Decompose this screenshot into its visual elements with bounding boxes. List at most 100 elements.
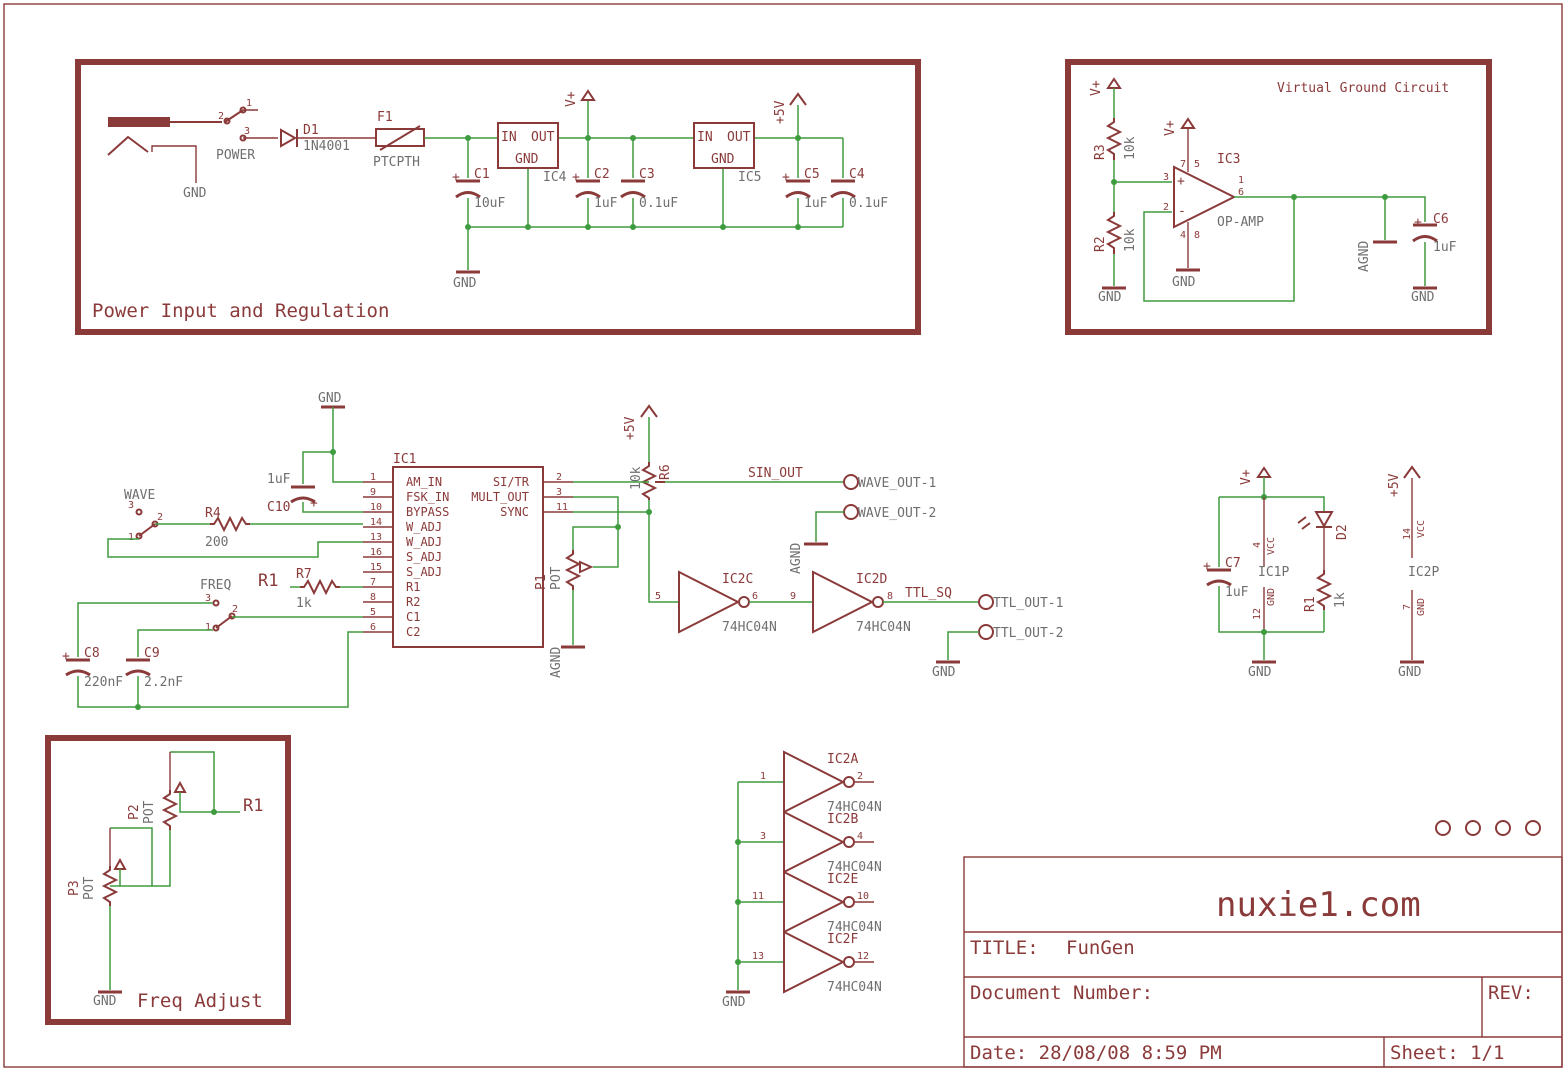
svg-text:8: 8 [1194,230,1200,241]
svg-text:V+: V+ [1089,80,1104,96]
ic1p-power: V+ 4 VCC IC1P GND 12 + C7 1uF GND D2 R1 … [1203,466,1350,680]
opamp-ic3 [1173,165,1237,229]
svg-text:P3: P3 [67,880,82,896]
ttl-out-1-terminal[interactable] [978,594,994,610]
svg-text:R1: R1 [258,571,278,591]
svg-text:OUT: OUT [727,130,751,145]
svg-text:2: 2 [157,512,163,523]
power-jack [108,117,170,127]
svg-text:TTL_SQ: TTL_SQ [905,586,952,601]
svg-text:IC1: IC1 [393,452,416,467]
svg-text:VCC: VCC [1416,520,1427,538]
ic1-pin-number: 13 [370,532,382,543]
svg-text:IN: IN [697,130,713,145]
svg-text:C5: C5 [804,167,820,182]
svg-text:2.2nF: 2.2nF [144,675,183,690]
potentiometer-p1 [564,550,582,590]
virtual-ground-box [1065,59,1492,335]
svg-text:V+: V+ [1239,469,1254,485]
svg-text:+5V: +5V [623,416,638,440]
freq-adjust-title: Freq Adjust [137,990,263,1012]
svg-text:GND: GND [1411,290,1435,305]
title-value: FunGen [1066,937,1135,959]
ic1-pin-name: S_ADJ [406,550,442,564]
svg-text:+: + [62,649,70,664]
resistor-r1 [1315,570,1333,610]
svg-text:14: 14 [1402,528,1413,540]
svg-text:POT: POT [82,876,97,900]
svg-text:4: 4 [857,831,863,842]
svg-text:OUT: OUT [531,130,555,145]
svg-text:OP-AMP: OP-AMP [1217,215,1264,230]
svg-text:+5V: +5V [773,100,788,124]
svg-text:GND: GND [453,276,477,291]
cap-c4: C4 0.1uF [830,167,888,211]
inverter-ic2b: IC2B 74HC04N 3 4 [738,810,882,875]
svg-text:IC1P: IC1P [1258,565,1289,580]
svg-text:C7: C7 [1225,556,1241,571]
svg-text:C6: C6 [1433,212,1449,227]
svg-text:GND: GND [93,994,117,1009]
svg-text:V+: V+ [1163,120,1178,136]
unused-inverters: GND IC2A 74HC04N 1 2 IC2B 74HC04N 3 4 [722,750,882,1010]
svg-text:PTCPTH: PTCPTH [373,155,420,170]
svg-text:GND: GND [1416,598,1427,616]
svg-text:+: + [782,170,790,185]
svg-text:2: 2 [218,111,224,122]
inverter-ic2d [812,570,875,634]
ttl-out-2-terminal[interactable] [978,624,994,640]
ic1-pin-number: 16 [370,547,382,558]
svg-text:7: 7 [1402,604,1413,610]
svg-text:C4: C4 [849,167,865,182]
ic1-pin-number: 11 [556,502,568,513]
svg-text:3: 3 [760,831,766,842]
svg-text:1k: 1k [296,596,312,611]
svg-text:1: 1 [205,622,211,633]
document-number-label: Document Number: [970,982,1153,1004]
cap-c3: C3 0.1uF [620,167,678,211]
ic1-pin-name: R2 [406,595,420,609]
ic1-pin-number: 15 [370,562,382,573]
svg-text:10k: 10k [629,466,644,490]
title-block: nuxie1.com TITLE: FunGen Document Number… [963,856,1563,1068]
svg-text:IC5: IC5 [738,170,761,185]
svg-text:1: 1 [1238,175,1244,186]
svg-text:TTL_OUT-2: TTL_OUT-2 [993,626,1063,641]
svg-text:3: 3 [244,126,250,137]
svg-text:IC3: IC3 [1217,152,1240,167]
svg-text:3: 3 [205,593,211,604]
ic1-pin-name: W_ADJ [406,535,442,549]
wave-out-1-terminal[interactable] [843,474,859,490]
svg-text:6: 6 [1238,187,1244,198]
ic1-pin-name: FSK_IN [406,490,449,504]
ic1-pin-number: 9 [370,487,376,498]
svg-text:1uF: 1uF [804,196,828,211]
ic1-pin-number: 5 [370,607,376,618]
wave-out-2-terminal[interactable] [843,504,859,520]
svg-text:IC2A: IC2A [827,752,858,767]
svg-text:1uF: 1uF [267,472,291,487]
svg-text:4: 4 [1180,230,1186,241]
svg-text:5: 5 [655,591,661,602]
svg-text:1: 1 [760,771,766,782]
svg-text:2: 2 [232,604,238,615]
svg-text:R6: R6 [658,464,673,480]
svg-text:P1: P1 [534,574,549,590]
svg-text:P2: P2 [127,804,142,820]
svg-text:IC2P: IC2P [1408,565,1439,580]
svg-text:GND: GND [1098,290,1122,305]
svg-text:+: + [1414,215,1422,230]
svg-text:C3: C3 [639,167,655,182]
svg-text:12: 12 [857,951,869,962]
svg-text:R1: R1 [243,796,263,816]
ic1-pin-name: C2 [406,625,420,639]
svg-text:1k: 1k [1333,592,1348,608]
vplus-arrow [580,89,596,101]
virtual-ground-title: Virtual Ground Circuit [1277,81,1449,96]
svg-text:C8: C8 [84,646,100,661]
ic1-pin-number: 7 [370,577,376,588]
svg-text:13: 13 [752,951,764,962]
resistor-r3 [1105,118,1123,160]
